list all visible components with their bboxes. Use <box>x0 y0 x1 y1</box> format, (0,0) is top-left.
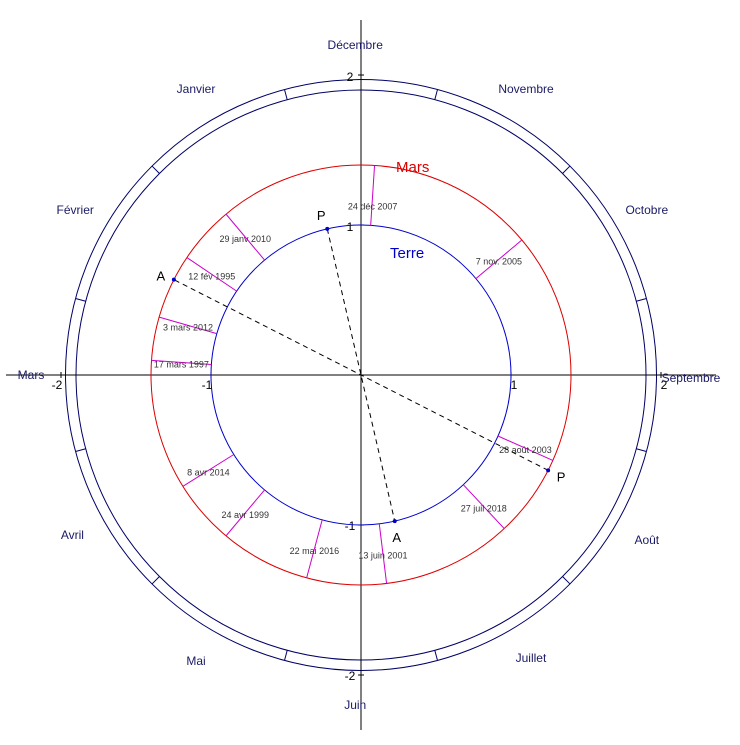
mars-orbit <box>150 164 572 586</box>
earth-perihelion-point <box>325 226 330 231</box>
opposition-line <box>182 454 235 487</box>
y-tick-label: 1 <box>347 220 354 234</box>
month-divider <box>151 576 160 585</box>
opposition-date-label: 28 août 2003 <box>499 445 552 455</box>
earth-perihelion-label: P <box>317 208 326 223</box>
opposition-line <box>497 435 554 461</box>
month-label: Avril <box>61 528 84 542</box>
month-label: Janvier <box>177 82 216 96</box>
opposition-date-label: 27 juil 2018 <box>461 504 507 514</box>
mars-aphelion-label: A <box>157 269 166 284</box>
earth-orbit-label: Terre <box>390 245 424 262</box>
month-divider <box>636 448 647 452</box>
month-divider <box>636 298 647 302</box>
month-label: Septembre <box>662 371 721 385</box>
month-divider <box>562 576 571 585</box>
earth-aphelion-point <box>392 519 397 524</box>
month-label: Août <box>634 533 659 547</box>
opposition-line <box>151 359 212 366</box>
orbits <box>150 164 572 586</box>
x-tick-label: -1 <box>202 378 213 392</box>
apsis-lines: P A P A <box>157 208 566 545</box>
month-label: Novembre <box>498 82 554 96</box>
month-divider <box>434 89 438 100</box>
month-divider <box>284 650 288 661</box>
opposition-date-label: 7 nov. 2005 <box>476 256 522 266</box>
month-dividers <box>75 89 647 661</box>
earth-orbit <box>210 224 512 526</box>
x-tick-label: 1 <box>511 378 518 392</box>
mars-perihelion-point <box>546 468 551 473</box>
opposition-date-label: 3 mars 2012 <box>163 322 213 332</box>
opposition-line <box>306 519 323 578</box>
opposition-line <box>475 239 523 279</box>
labels: Terre Mars <box>390 159 429 262</box>
month-label: Mars <box>18 368 45 382</box>
opposition-date-label: 13 juin 2001 <box>358 551 407 561</box>
opposition-line <box>225 213 265 261</box>
opposition-line <box>225 489 265 537</box>
opposition-date-label: 22 mai 2016 <box>290 546 340 556</box>
mars-aphelion-point <box>171 277 176 282</box>
month-divider <box>562 165 571 174</box>
month-divider <box>434 650 438 661</box>
month-label: Juin <box>344 698 366 712</box>
opposition-date-label: 24 avr 1999 <box>222 510 270 520</box>
opposition-line <box>186 257 237 292</box>
axis-ticks: -2 -2 -1 -1 1 1 2 2 <box>52 70 668 683</box>
opposition-line <box>462 484 505 529</box>
earth-aphelion-label: A <box>392 530 401 545</box>
earth-apsis-line <box>326 228 396 522</box>
opposition-line <box>158 316 217 335</box>
opposition-date-label: 17 mars 1997 <box>154 359 209 369</box>
month-label: Février <box>57 203 94 217</box>
x-tick-label: 2 <box>661 378 668 392</box>
mars-perihelion-label: P <box>557 469 566 484</box>
month-divider <box>284 89 288 100</box>
month-label: Octobre <box>625 203 668 217</box>
opposition-date-label: 24 déc 2007 <box>348 201 398 211</box>
opposition-lines: 24 déc 2007 7 nov. 2005 28 août 2003 27 jui… <box>151 165 554 584</box>
month-label: Décembre <box>328 38 384 52</box>
opposition-line <box>378 523 388 584</box>
opposition-line <box>370 165 376 226</box>
month-labels: DécembreNovembreOctobreSeptembreAoûtJuil… <box>18 38 721 712</box>
x-tick-label: -2 <box>52 378 63 392</box>
mars-orbit-label: Mars <box>396 159 429 176</box>
y-tick-label: -2 <box>345 669 356 683</box>
month-label: Juillet <box>516 651 547 665</box>
opposition-date-label: 12 fév 1995 <box>188 271 235 281</box>
month-divider <box>75 448 86 452</box>
month-divider <box>75 298 86 302</box>
opposition-date-label: 8 avr 2014 <box>187 467 230 477</box>
opposition-date-label: 29 janv 2010 <box>220 234 272 244</box>
month-divider <box>151 165 160 174</box>
y-tick-label: 2 <box>347 70 354 84</box>
month-label: Mai <box>186 654 205 668</box>
y-tick-label: -1 <box>345 519 356 533</box>
mars-apsis-line <box>173 279 549 471</box>
